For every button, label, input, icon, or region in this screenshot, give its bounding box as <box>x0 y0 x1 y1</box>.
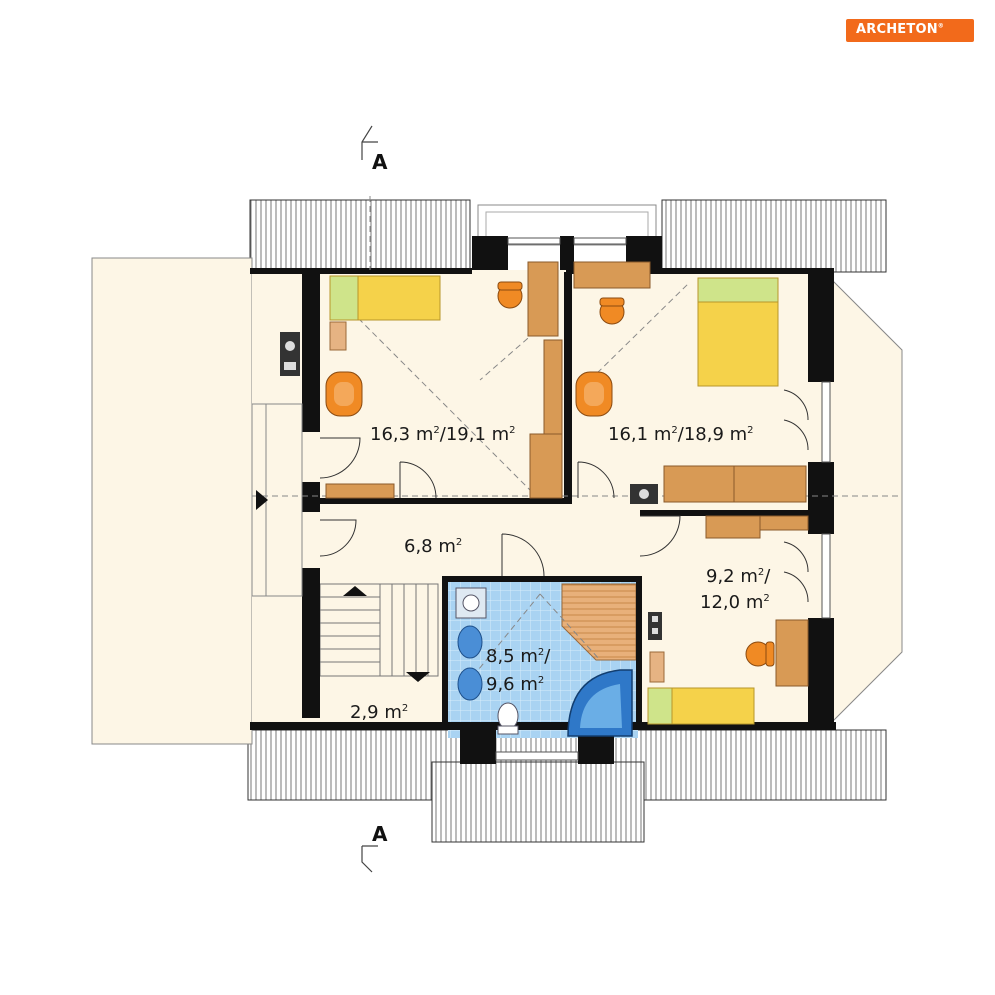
room2-furniture <box>573 261 807 504</box>
bathroom-fixtures <box>455 587 633 737</box>
staircase <box>319 583 439 677</box>
stair-up-arrow-icon <box>343 586 367 596</box>
sink-icon <box>457 625 483 659</box>
chair-icon <box>599 297 625 325</box>
section-line-bottom-icon <box>361 845 378 873</box>
section-marker-icon <box>256 490 268 510</box>
bathtub-icon <box>567 669 633 737</box>
sink-icon <box>455 587 487 619</box>
brand-logo <box>846 19 974 42</box>
room-label-bedroom-3-line2: 12,0 m2 <box>700 592 770 613</box>
doors <box>319 389 809 603</box>
sink-icon <box>457 667 483 701</box>
room-label-bedroom-2: 16,1 m2/18,9 m2 <box>608 424 754 445</box>
armchair-icon <box>575 371 613 417</box>
stove-icon <box>630 484 658 504</box>
room-label-stair-landing: 2,9 m2 <box>350 702 409 723</box>
right-bay <box>829 276 903 726</box>
stair-down-arrow-icon <box>406 672 430 682</box>
left-terrace <box>91 257 253 745</box>
room-label-bedroom-3-line1: 9,2 m2/ <box>706 566 771 587</box>
room1-furniture <box>280 261 563 499</box>
room-label-bedroom-1: 16,3 m2/19,1 m2 <box>370 424 516 445</box>
room-label-bathroom-line1: 8,5 m2/ <box>486 646 551 667</box>
room-label-bathroom-line2: 9,6 m2 <box>486 674 545 695</box>
chair-icon <box>745 641 775 667</box>
windows <box>495 237 831 761</box>
section-line-top-icon <box>361 125 378 160</box>
section-mark-bottom: A <box>372 822 388 846</box>
room-label-hall: 6,8 m2 <box>404 536 463 557</box>
room3-furniture <box>647 515 809 725</box>
toilet-icon <box>497 702 519 735</box>
brand-logo-text: ARCHETON® <box>856 22 944 37</box>
stove-icon <box>280 332 300 376</box>
sauna <box>561 583 637 661</box>
chair-icon <box>497 281 523 309</box>
section-mark-top: A <box>372 150 388 174</box>
stove-icon <box>648 612 662 640</box>
armchair-icon <box>325 371 363 417</box>
